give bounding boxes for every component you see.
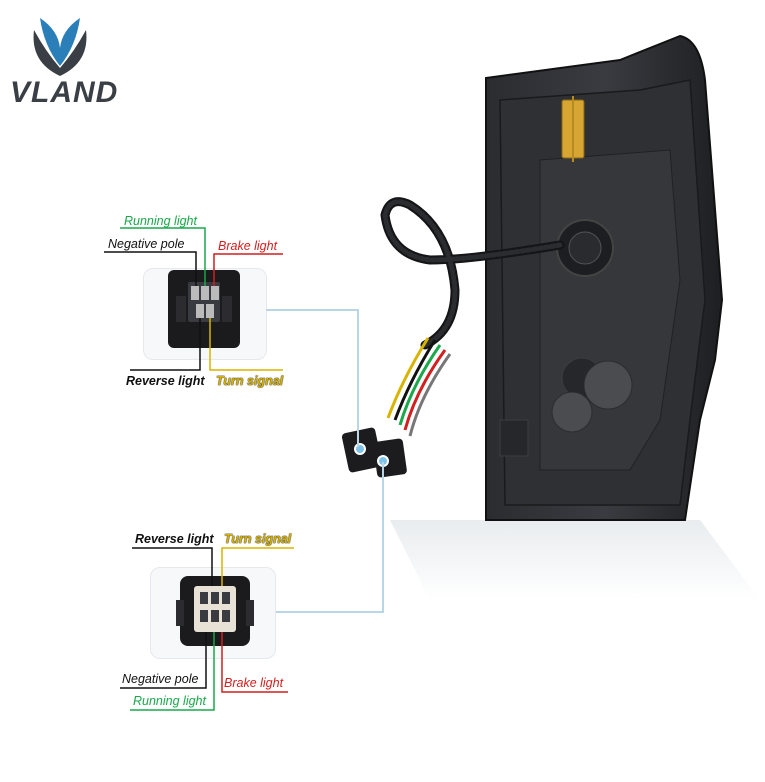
wiring-harness: [380, 197, 565, 350]
bottom-brake-light-label: Brake light: [224, 676, 284, 690]
bottom-running-light-label: Running light: [133, 694, 206, 708]
bottom-connector-diagram: [120, 547, 294, 711]
tail-lamp-housing: [485, 34, 724, 521]
wires-colored: [386, 337, 452, 437]
lamp-reflection: [390, 520, 760, 600]
leader-lines: [266, 309, 384, 613]
brand-logo-text: VLAND: [10, 76, 119, 109]
top-turn-signal-label: Turn signal: [216, 374, 284, 388]
bottom-reverse-light-label: Reverse light: [135, 532, 214, 546]
harness-connectors: [341, 427, 407, 478]
top-brake-light-label: Brake light: [218, 239, 278, 253]
bottom-negative-pole-label: Negative pole: [122, 672, 199, 686]
bottom-turn-signal-label: Turn signal: [224, 532, 292, 546]
top-running-light-label: Running light: [124, 214, 197, 228]
top-connector-diagram: [104, 227, 283, 371]
brand-logo-mark: [33, 18, 87, 76]
top-negative-pole-label: Negative pole: [108, 237, 185, 251]
top-reverse-light-label: Reverse light: [126, 374, 205, 388]
